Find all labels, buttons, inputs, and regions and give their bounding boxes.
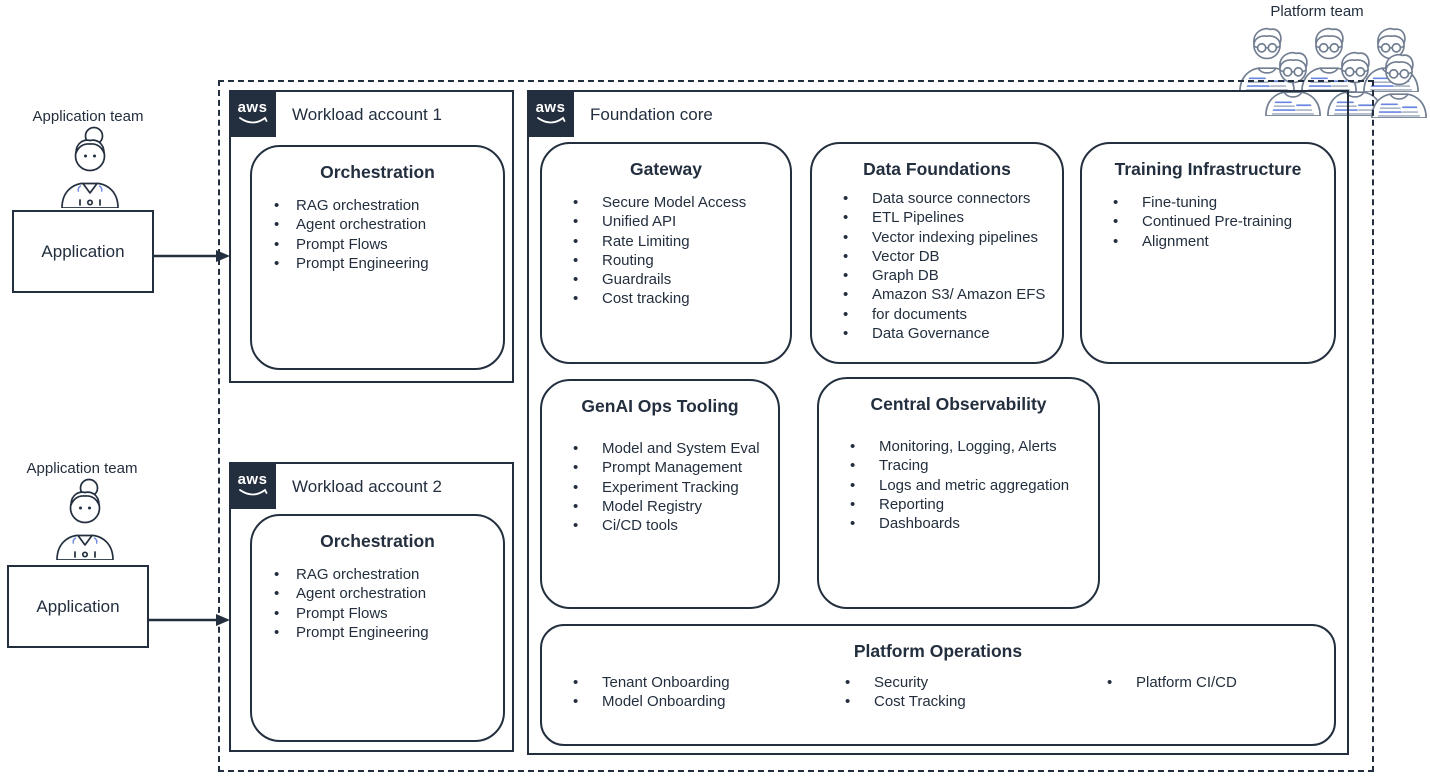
aws-logo: aws (527, 90, 574, 137)
bullet-item: Amazon S3/ Amazon EFS (812, 285, 1062, 305)
bullet-item: Tracing (819, 456, 1098, 476)
aws-logo: aws (229, 462, 276, 509)
card-items: Fine-tuningContinued Pre-trainingAlignme… (1082, 193, 1334, 251)
card-title: Orchestration (320, 162, 435, 182)
bullet-item: Monitoring, Logging, Alerts (819, 437, 1098, 457)
woman-icon (51, 478, 119, 560)
bullet-item: Fine-tuning (1082, 193, 1334, 213)
platform-team-label: Platform team (1270, 3, 1364, 20)
bullet-item: RAG orchestration (252, 196, 503, 216)
woman-icon (56, 126, 124, 208)
card-title: Data Foundations (863, 159, 1011, 179)
bullet-item: Vector DB (812, 247, 1062, 267)
aws-logo: aws (229, 90, 276, 137)
bullet-item: Rate Limiting (542, 232, 790, 252)
card-title: Platform Operations (853, 641, 1023, 661)
bullet-item: Cost tracking (542, 289, 790, 309)
bullet-item: Prompt Management (542, 458, 778, 478)
aws-logo-text: aws (237, 98, 268, 116)
bullet-item: Alignment (1082, 232, 1334, 252)
card-items: Data source connectorsETL PipelinesVecto… (812, 189, 1062, 344)
card-title: Orchestration (320, 531, 435, 551)
bullet-item: Cost Tracking (814, 692, 1076, 712)
bullet-item: Continued Pre-training (1082, 212, 1334, 232)
aws-smile-icon (238, 116, 267, 123)
bullet-item: Dashboards (819, 514, 1098, 534)
bullet-item: Secure Model Access (542, 193, 790, 213)
card-title: Training Infrastructure (1114, 159, 1302, 179)
aws-smile-icon (238, 488, 267, 495)
card-title: GenAI Ops Tooling (581, 396, 739, 416)
card-training-infrastructure: Training Infrastructure Fine-tuningConti… (1080, 142, 1336, 364)
bullet-item: Data source connectors (812, 189, 1062, 209)
bullet-item: Model Onboarding (542, 692, 814, 712)
bullet-item: Routing (542, 251, 790, 271)
arrow-to-workload-2 (147, 614, 230, 626)
foundation-core-box: aws Foundation core Gateway Secure Model… (527, 90, 1349, 755)
card-title: Gateway (630, 159, 702, 179)
ops-column-1: Tenant OnboardingModel Onboarding (542, 673, 814, 712)
card-central-observability: Central Observability Monitoring, Loggin… (817, 377, 1100, 609)
platform-operations-columns: Tenant OnboardingModel Onboarding Securi… (542, 662, 1334, 712)
application-team-label: Application team (32, 108, 144, 125)
application-box-label: Application (41, 241, 125, 261)
workload-account-1-title: Workload account 1 (292, 105, 442, 124)
bullet-item: Ci/CD tools (542, 516, 778, 536)
bullet-item: Prompt Flows (252, 235, 503, 255)
bullet-item: Security (814, 673, 1076, 693)
arrow-to-workload-1 (153, 250, 230, 262)
workload-account-1-box: aws Workload account 1 Orchestration RAG… (229, 90, 514, 383)
bullet-item: Tenant Onboarding (542, 673, 814, 693)
bullet-item: ETL Pipelines (812, 208, 1062, 228)
bullet-item: Reporting (819, 495, 1098, 515)
card-orchestration-2: Orchestration RAG orchestrationAgent orc… (250, 514, 505, 742)
bullet-item: RAG orchestration (252, 565, 503, 585)
bullet-item: Model Registry (542, 497, 778, 517)
card-gateway: Gateway Secure Model AccessUnified APIRa… (540, 142, 792, 364)
application-box-label: Application (36, 596, 120, 616)
platform-boundary (218, 80, 1374, 772)
bullet-item: Graph DB (812, 266, 1062, 286)
bullet-item: Model and System Eval (542, 439, 778, 459)
ops-column-3: Platform CI/CD (1076, 673, 1334, 712)
bullet-item: Prompt Engineering (252, 254, 503, 274)
foundation-core-title: Foundation core (590, 105, 713, 124)
card-items: RAG orchestrationAgent orchestrationProm… (252, 565, 503, 642)
person-icon (1368, 50, 1430, 118)
ops-column-2: SecurityCost Tracking (814, 673, 1076, 712)
application-box: Application (12, 210, 154, 293)
aws-logo-text: aws (535, 98, 566, 116)
application-box: Application (7, 565, 149, 648)
bullet-item: Guardrails (542, 270, 790, 290)
card-items: Monitoring, Logging, AlertsTracingLogs a… (819, 437, 1098, 534)
bullet-item: Data Governance (812, 324, 1062, 344)
card-items: RAG orchestrationAgent orchestrationProm… (252, 196, 503, 273)
card-genai-ops-tooling: GenAI Ops Tooling Model and System EvalP… (540, 379, 780, 609)
bullet-item: Agent orchestration (252, 215, 503, 235)
bullet-item: Prompt Flows (252, 604, 503, 624)
application-team-label: Application team (26, 460, 138, 477)
card-title: Central Observability (870, 394, 1047, 414)
bullet-item: Agent orchestration (252, 584, 503, 604)
bullet-item: Experiment Tracking (542, 478, 778, 498)
bullet-item: Prompt Engineering (252, 623, 503, 643)
card-items: Secure Model AccessUnified APIRate Limit… (542, 193, 790, 309)
bullet-item: Logs and metric aggregation (819, 476, 1098, 496)
aws-logo-text: aws (237, 470, 268, 488)
workload-account-2-box: aws Workload account 2 Orchestration RAG… (229, 462, 514, 752)
bullet-item: Platform CI/CD (1076, 673, 1334, 693)
card-orchestration-1: Orchestration RAG orchestrationAgent orc… (250, 145, 505, 370)
bullet-item: for documents (812, 305, 1062, 325)
card-data-foundations: Data Foundations Data source connectorsE… (810, 142, 1064, 364)
bullet-item: Vector indexing pipelines (812, 228, 1062, 248)
card-items: Model and System EvalPrompt ManagementEx… (542, 439, 778, 536)
card-platform-operations: Platform Operations Tenant OnboardingMod… (540, 624, 1336, 746)
workload-account-2-title: Workload account 2 (292, 477, 442, 496)
aws-smile-icon (536, 116, 565, 123)
bullet-item: Unified API (542, 212, 790, 232)
